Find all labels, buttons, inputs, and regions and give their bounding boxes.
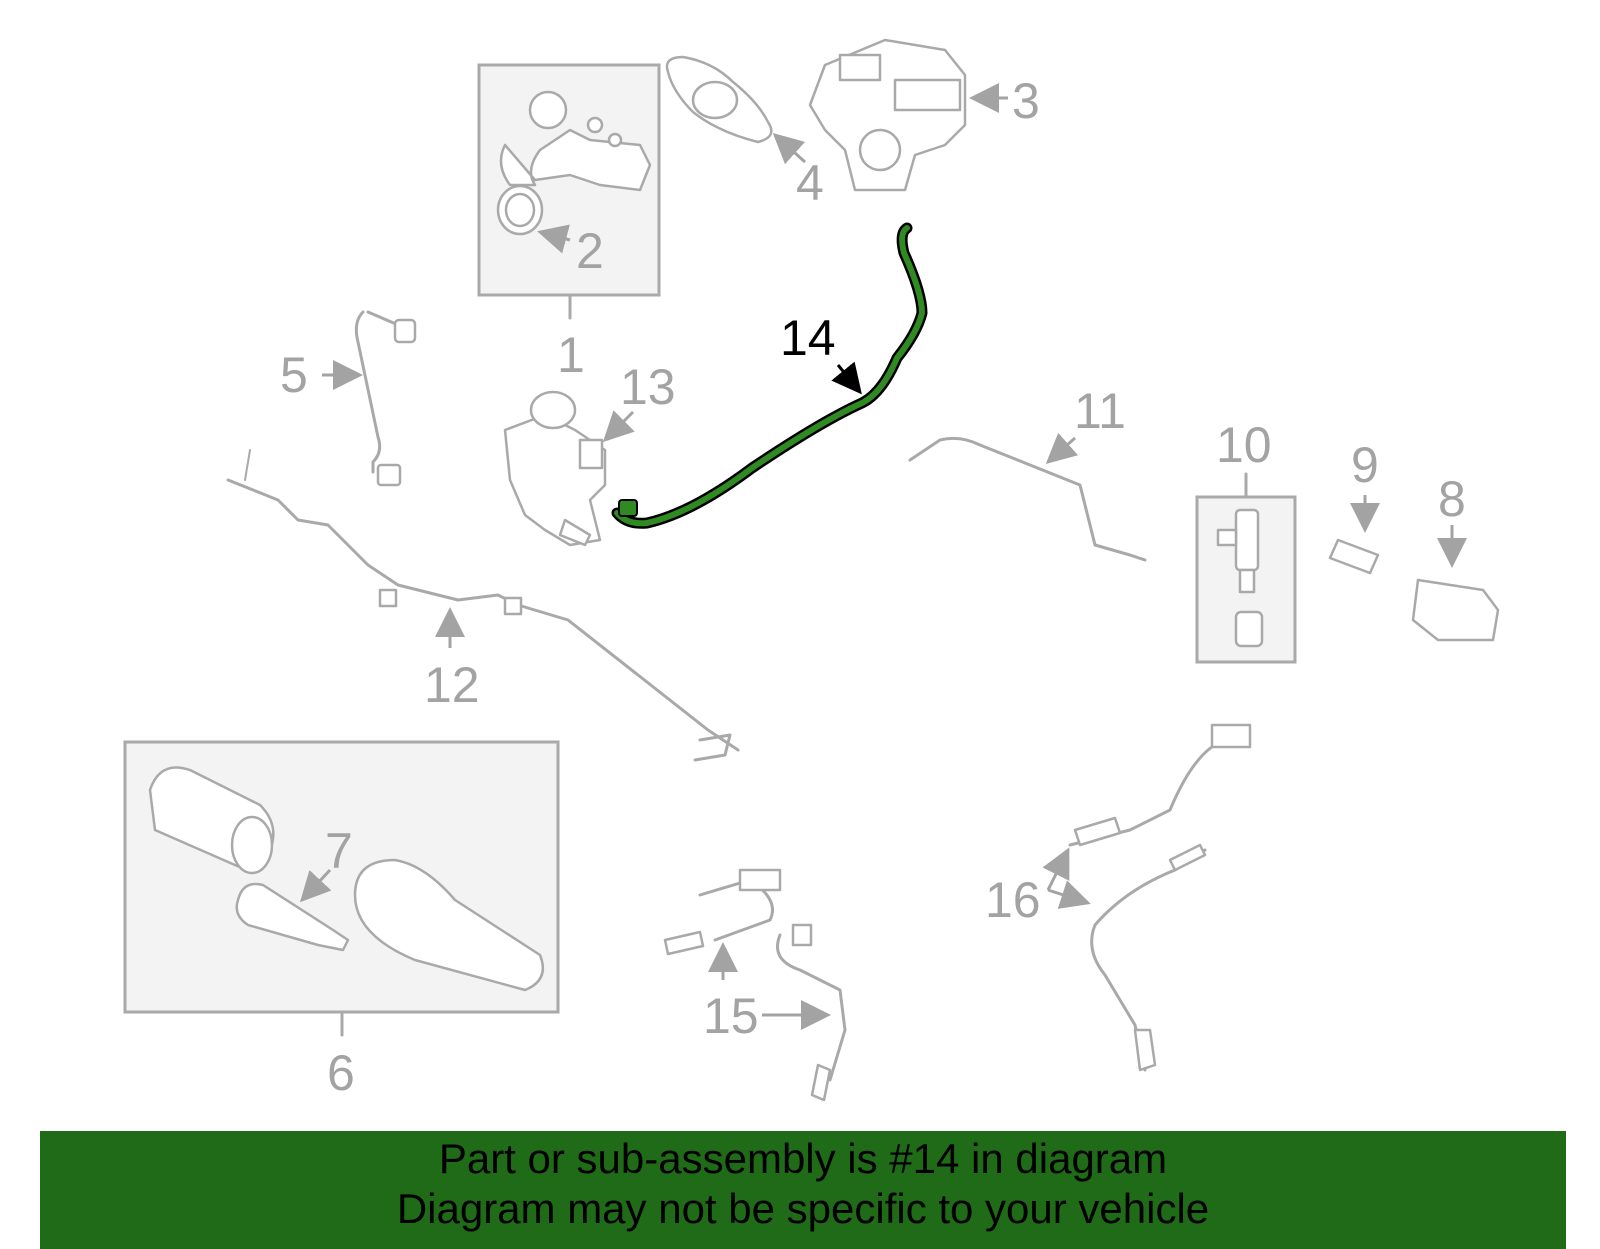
info-banner: Part or sub-assembly is #14 in diagram D… (40, 1131, 1566, 1249)
callout-8: 8 (1438, 471, 1466, 527)
part-14-hose-highlighted[interactable] (611, 222, 928, 529)
part-10-sensor[interactable] (1216, 508, 1264, 648)
part-1-valve[interactable] (499, 90, 652, 192)
callout-13: 13 (620, 359, 676, 415)
callout-16: 16 (985, 872, 1041, 928)
callout-9: 9 (1351, 437, 1379, 493)
part-4-gasket[interactable] (665, 55, 773, 144)
part-5-pipe[interactable] (354, 310, 417, 487)
callout-10: 10 (1216, 417, 1272, 473)
part-8-connector[interactable] (1411, 578, 1500, 642)
callout-11: 11 (1074, 383, 1126, 439)
part-9-sleeve[interactable] (1328, 538, 1380, 575)
part-15-oxygen-sensor[interactable] (663, 868, 847, 1102)
callout-12: 12 (424, 657, 480, 713)
callout-14: 14 (780, 310, 836, 366)
part-11-tube[interactable] (908, 436, 1147, 562)
part-2-o-ring[interactable] (496, 184, 544, 236)
part-16-oxygen-sensors[interactable] (1068, 723, 1252, 1072)
callout-15: 15 (703, 988, 759, 1044)
callout-7: 7 (325, 823, 353, 879)
banner-disclaimer: Diagram may not be specific to your vehi… (396, 1185, 1210, 1232)
part-12-harness[interactable] (226, 449, 740, 762)
part-13-solenoid-valve[interactable] (503, 390, 607, 547)
part-6-canister[interactable] (148, 766, 545, 992)
callout-6: 6 (327, 1045, 355, 1101)
callout-4: 4 (796, 155, 824, 211)
callout-2: 2 (576, 223, 604, 279)
callout-3: 3 (1012, 73, 1040, 129)
part-7-adapter[interactable] (235, 882, 350, 952)
callout-5: 5 (280, 347, 308, 403)
part-3-egr-valve[interactable] (808, 38, 967, 192)
banner-part-note: Part or sub-assembly is #14 in diagram (438, 1135, 1168, 1182)
callout-1: 1 (557, 327, 585, 383)
